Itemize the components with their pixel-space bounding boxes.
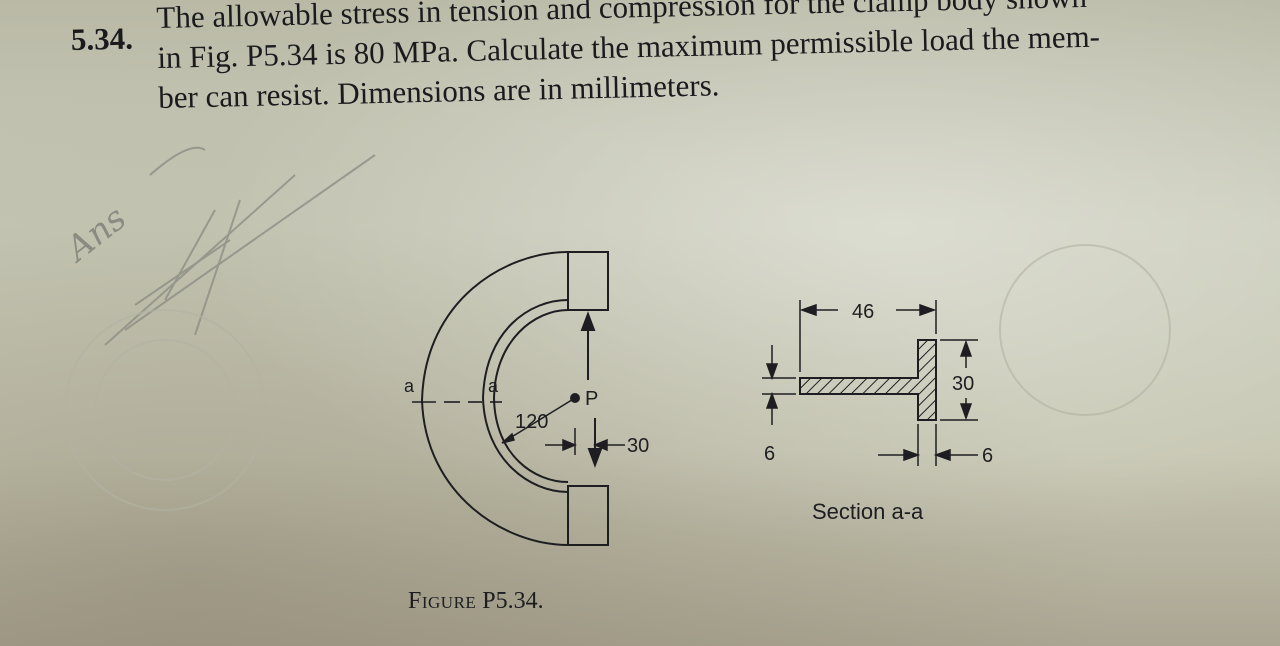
t-section <box>799 339 937 421</box>
width-dimension <box>799 300 937 372</box>
figure-caption: Figure P5.34. <box>408 588 544 615</box>
section-label-right: a <box>488 376 499 396</box>
load-label: P <box>585 388 598 410</box>
section-title: Section a-a <box>812 499 924 524</box>
offset-dimension <box>545 428 625 455</box>
handwritten-ans: Ans <box>57 198 134 271</box>
width-label: 46 <box>852 301 874 323</box>
section-label-left: a <box>404 376 415 396</box>
flange-thickness-label: 6 <box>764 443 775 465</box>
clamp-body <box>420 251 609 546</box>
depth-dimension <box>940 339 978 421</box>
web-thickness-dimension <box>878 424 978 466</box>
radius-dimension <box>501 393 580 444</box>
pencil-doodles <box>104 146 376 346</box>
depth-label: 30 <box>952 373 974 395</box>
web-thickness-label: 6 <box>982 445 993 467</box>
handwritten-note: Ans <box>57 198 134 271</box>
load-arrows <box>580 311 603 468</box>
figure-caption-prefix: Figure <box>408 588 477 614</box>
flange-thickness-dimension <box>762 345 796 425</box>
show-through-circle <box>64 244 1171 511</box>
figure-caption-number: P5.34. <box>482 588 544 614</box>
radius-label: 120 <box>515 411 548 433</box>
offset-label: 30 <box>627 435 649 457</box>
